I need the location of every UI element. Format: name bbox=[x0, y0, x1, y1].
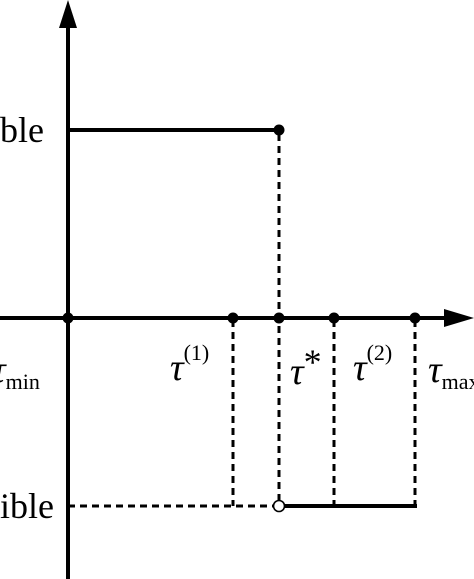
marker-tau-1 bbox=[227, 312, 239, 324]
tau-star-label: τ* bbox=[290, 342, 322, 393]
tau-star-base: τ bbox=[290, 351, 305, 393]
y-axis-arrowhead bbox=[59, 0, 77, 28]
marker-tau-star bbox=[273, 312, 285, 324]
tau-min-sub: min bbox=[6, 369, 40, 394]
tau-1-base: τ bbox=[170, 347, 185, 389]
marker-open-lower bbox=[272, 499, 286, 513]
x-axis-arrowhead bbox=[444, 309, 474, 327]
markers bbox=[62, 124, 421, 324]
axes bbox=[0, 22, 452, 579]
marker-tau-max bbox=[409, 312, 421, 324]
tau-2-sup: (2) bbox=[367, 340, 393, 365]
tau-min-base: τ bbox=[0, 349, 7, 391]
tau-1-label: τ(1) bbox=[170, 340, 209, 389]
tau-max-label: τmax bbox=[428, 349, 474, 394]
tau-star-sup: * bbox=[304, 342, 322, 382]
upper-level-label: ble bbox=[0, 110, 44, 150]
marker-tau-2 bbox=[328, 312, 340, 324]
marker-origin bbox=[62, 312, 74, 324]
tau-min-label: τmin bbox=[0, 349, 40, 394]
tau-1-sup: (1) bbox=[184, 340, 210, 365]
tau-max-sub: max bbox=[442, 369, 474, 394]
marker-upper-end bbox=[273, 124, 285, 136]
tau-2-base: τ bbox=[353, 347, 368, 389]
tau-2-label: τ(2) bbox=[353, 340, 392, 389]
tau-max-base: τ bbox=[428, 349, 443, 391]
lower-level-label: ible bbox=[0, 486, 54, 526]
